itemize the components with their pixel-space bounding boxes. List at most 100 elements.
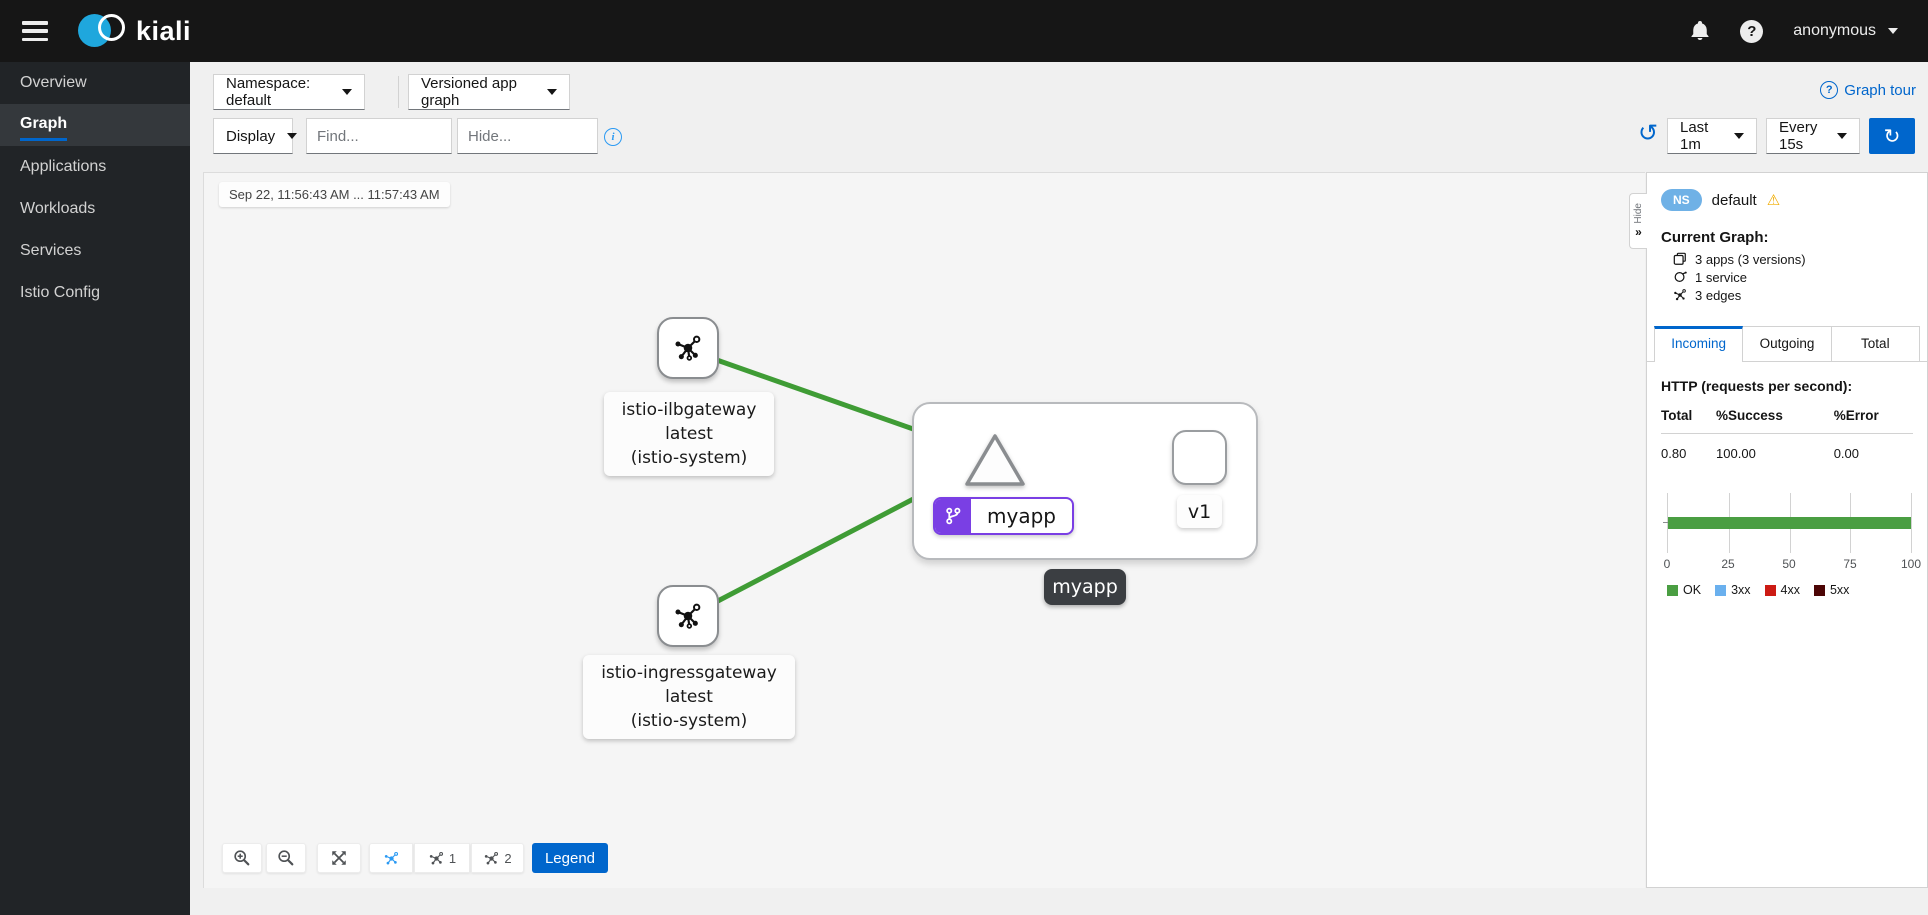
metric-success: 100.00 (1716, 446, 1756, 461)
node-name: istio-ingressgateway (601, 663, 777, 683)
zoom-in-button[interactable] (222, 843, 262, 873)
stat-edges: 3 edges (1647, 286, 1927, 304)
http-metrics-table: Total %Success %Error 0.80 100.00 0.00 (1661, 404, 1913, 467)
topbar: kiali ? anonymous (0, 0, 1928, 62)
display-dropdown[interactable]: Display (213, 118, 298, 154)
legend-label: 5xx (1829, 583, 1850, 597)
gateway-mesh-icon (675, 603, 701, 629)
fit-to-screen-button[interactable] (317, 843, 361, 873)
kiali-logo-icon (78, 13, 130, 49)
refresh-interval-label: Every 15s (1779, 119, 1818, 153)
node-namespace: (istio-system) (630, 711, 748, 731)
legend-item-ok: OK (1667, 583, 1701, 597)
y-axis-tick (1663, 522, 1668, 523)
sidebar-item-label: Istio Config (20, 284, 101, 301)
graph-canvas[interactable]: Sep 22, 11:56:43 AM ... 11:57:43 AM (203, 172, 1645, 888)
x-tick: 25 (1721, 557, 1735, 571)
chart-legend: OK 3xx 4xx 5xx (1667, 583, 1911, 597)
legend-button[interactable]: Legend (532, 843, 608, 873)
legend-item-5xx: 5xx (1813, 583, 1850, 597)
zoom-out-button[interactable] (266, 843, 306, 873)
caret-down-icon (1888, 28, 1898, 34)
stat-apps: 3 apps (3 versions) (1647, 250, 1927, 268)
version-node-v1[interactable] (1172, 430, 1227, 485)
graph-tour-link[interactable]: ? Graph tour (1820, 81, 1916, 99)
caret-down-icon (342, 89, 352, 95)
layout-1-button[interactable]: 1 (414, 843, 470, 873)
metric-total: 0.80 (1661, 446, 1687, 461)
refresh-button[interactable]: ↻ (1869, 118, 1915, 154)
sidebar-item-label: Graph (20, 115, 68, 141)
namespace-dropdown[interactable]: Namespace: default (213, 74, 365, 110)
node-label-ilbgateway[interactable]: istio-ilbgateway latest (istio-system) (604, 392, 774, 476)
notifications-bell-icon[interactable] (1690, 21, 1710, 41)
version-node-label: v1 (1177, 495, 1222, 528)
stat-services: 1 service (1647, 268, 1927, 286)
legend-swatch (1764, 584, 1776, 596)
caret-down-icon (287, 133, 298, 139)
warning-triangle-icon[interactable]: ⚠ (1766, 191, 1781, 209)
hamburger-menu-icon[interactable] (22, 21, 48, 41)
namespace-dropdown-label: Namespace: default (226, 75, 311, 109)
panel-hide-tab[interactable]: Hide » (1629, 193, 1647, 249)
ok-bar (1668, 517, 1911, 529)
tab-outgoing[interactable]: Outgoing (1743, 326, 1832, 361)
caret-down-icon (1837, 133, 1847, 139)
node-istio-ilbgateway[interactable] (657, 317, 719, 379)
user-menu[interactable]: anonymous (1793, 22, 1898, 40)
question-circle-icon: ? (1820, 81, 1839, 99)
column-header: %Success (1716, 404, 1834, 434)
tab-incoming[interactable]: Incoming (1654, 326, 1744, 362)
legend-swatch (1813, 584, 1825, 596)
node-namespace: (istio-system) (630, 448, 748, 468)
time-range-label: Last 1m (1680, 119, 1709, 153)
legend-label: 4xx (1780, 583, 1800, 597)
x-tick: 0 (1663, 557, 1671, 571)
sidebar-item-services[interactable]: Services (0, 230, 190, 272)
help-icon[interactable]: ? (1740, 19, 1764, 43)
traffic-tabs: Incoming Outgoing Total (1647, 326, 1927, 362)
graph-timestamp: Sep 22, 11:56:43 AM ... 11:57:43 AM (219, 182, 450, 207)
refresh-interval-dropdown[interactable]: Every 15s (1766, 118, 1860, 154)
double-chevron-icon: » (1635, 225, 1642, 240)
hide-input[interactable] (457, 118, 598, 154)
layout-2-button[interactable]: 2 (471, 843, 524, 873)
brand-name: kiali (136, 15, 192, 46)
find-input[interactable] (306, 118, 452, 154)
service-triangle-node[interactable] (962, 431, 1028, 489)
layout-2-label: 2 (504, 850, 512, 866)
http-metrics-title: HTTP (requests per second): (1661, 378, 1853, 394)
branch-icon (935, 499, 971, 533)
history-icon[interactable]: ↺ (1638, 119, 1659, 147)
display-dropdown-label: Display (226, 127, 276, 145)
tab-total[interactable]: Total (1831, 326, 1920, 361)
node-version: latest (665, 424, 713, 444)
graph-type-dropdown[interactable]: Versioned app graph (408, 74, 570, 110)
sidebar-item-overview[interactable]: Overview (0, 62, 190, 104)
legend-item-3xx: 3xx (1715, 583, 1751, 597)
sidebar-item-graph[interactable]: Graph (0, 104, 190, 146)
sidebar-item-applications[interactable]: Applications (0, 146, 190, 188)
gateway-mesh-icon (675, 335, 701, 361)
stat-label: 3 apps (3 versions) (1695, 251, 1806, 267)
node-istio-ingressgateway[interactable] (657, 585, 719, 647)
sidebar-item-label: Overview (20, 74, 87, 91)
caret-down-icon (547, 89, 557, 95)
info-icon[interactable]: i (604, 128, 622, 146)
legend-swatch (1667, 584, 1678, 596)
node-label-ingressgateway[interactable]: istio-ingressgateway latest (istio-syste… (583, 655, 795, 739)
sidebar-item-label: Workloads (20, 200, 96, 217)
app-badge-label: myapp (987, 504, 1056, 528)
layout-default-button[interactable] (369, 843, 413, 873)
x-tick: 75 (1843, 557, 1857, 571)
namespace-name: default (1711, 191, 1757, 209)
legend-label: 3xx (1731, 583, 1751, 597)
app-badge-myapp[interactable]: myapp (933, 497, 1074, 535)
stat-label: 3 edges (1695, 287, 1742, 303)
sidebar-item-istio-config[interactable]: Istio Config (0, 272, 190, 314)
sidebar-item-workloads[interactable]: Workloads (0, 188, 190, 230)
sidebar: Overview Graph Applications Workloads Se… (0, 62, 190, 915)
column-header: Total (1661, 404, 1717, 434)
time-range-dropdown[interactable]: Last 1m (1667, 118, 1757, 154)
